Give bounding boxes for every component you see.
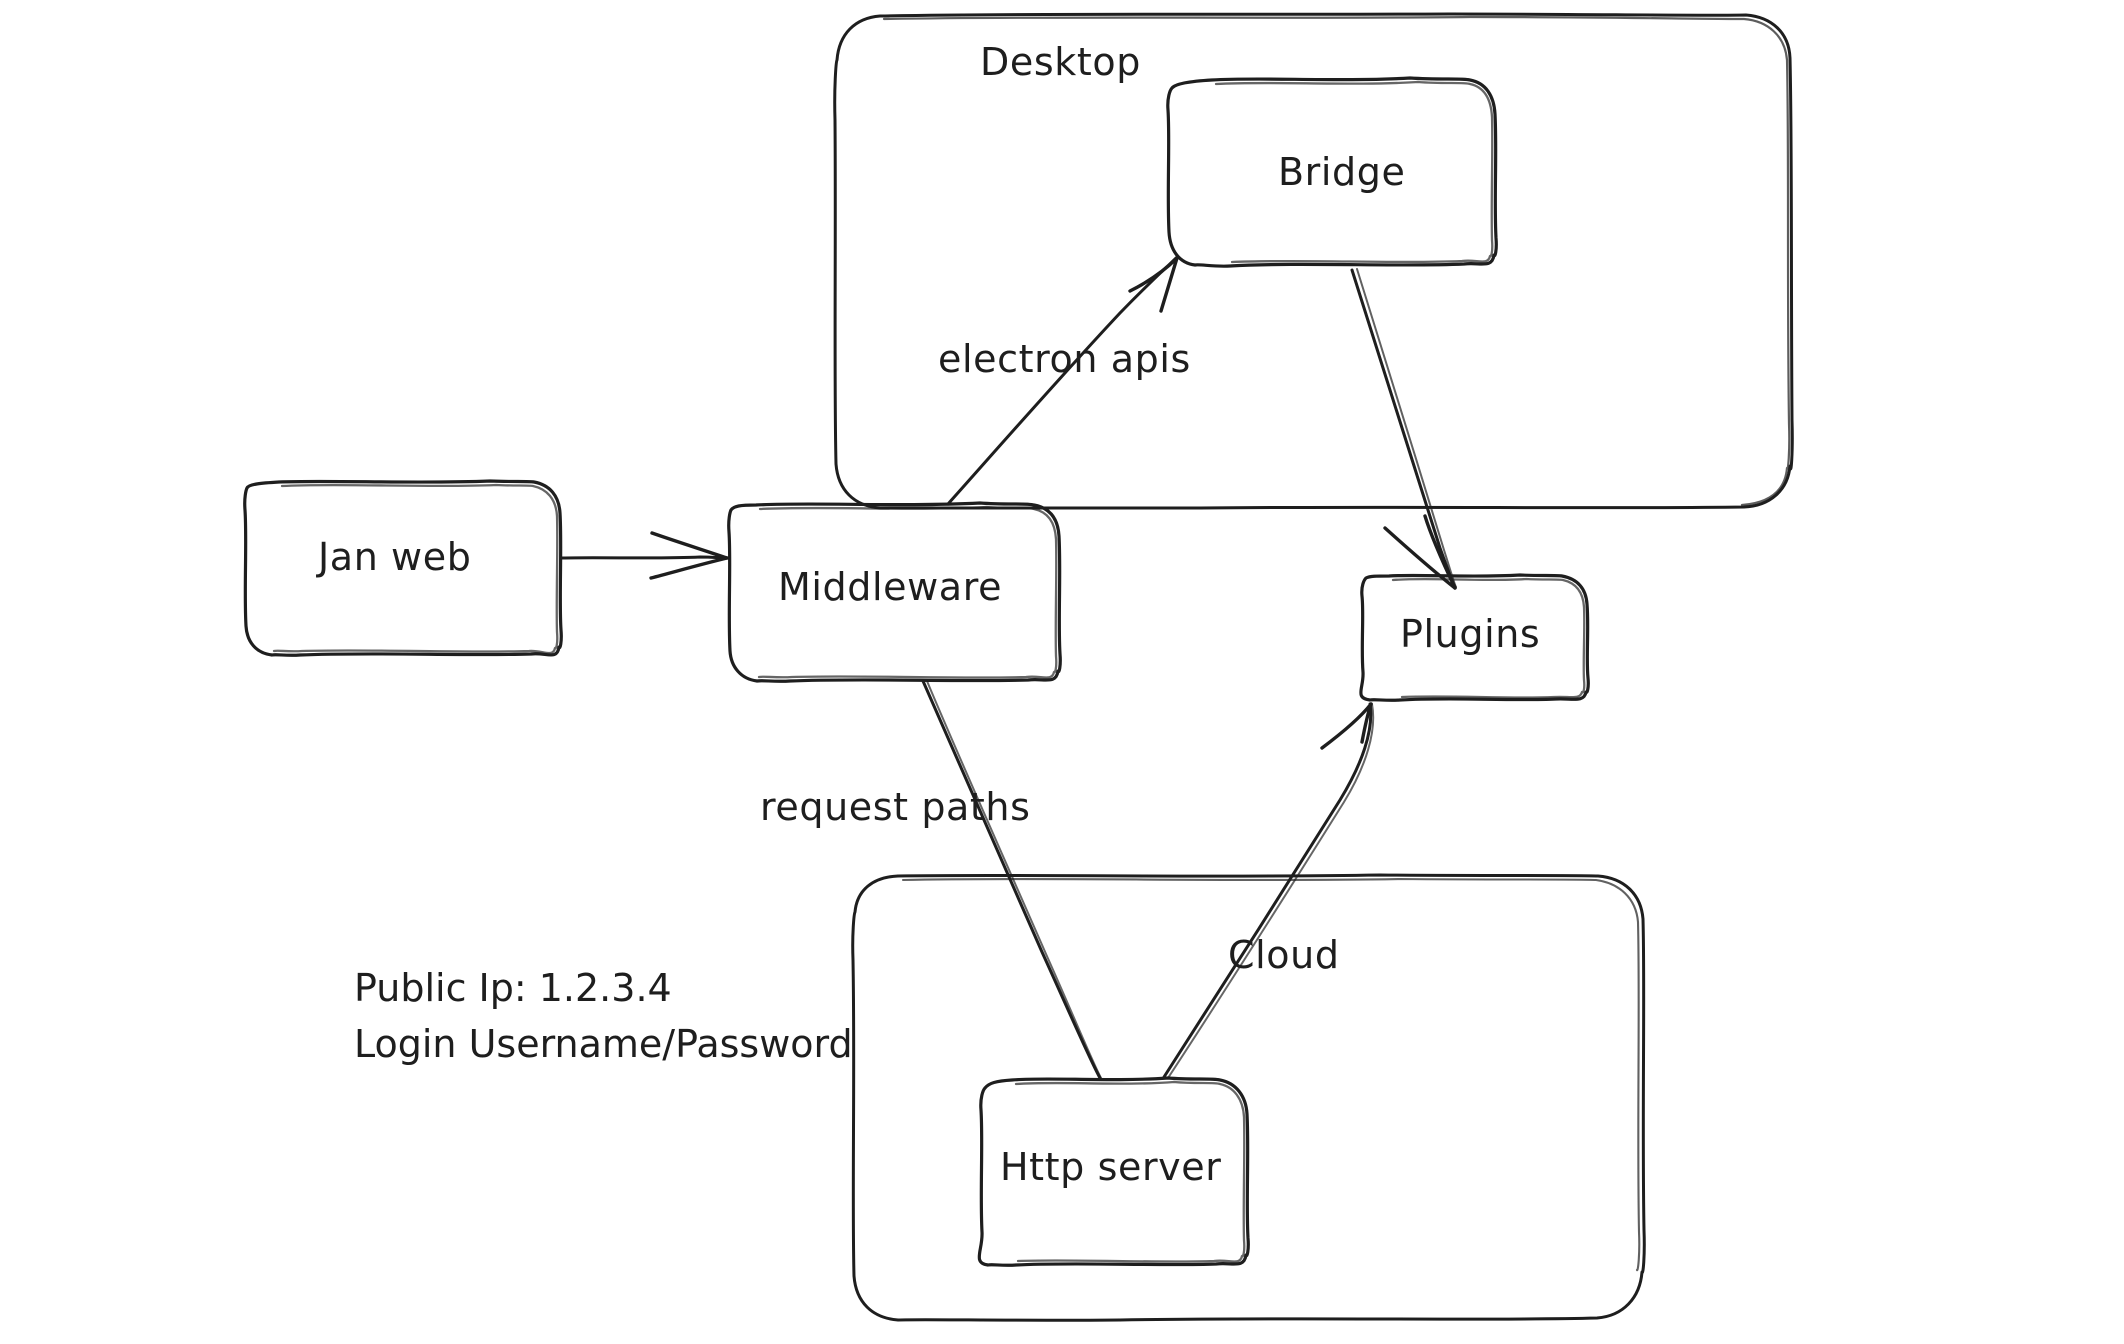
edge-http-server-to-plugins[interactable] [1162, 702, 1375, 1079]
edge-bridge-to-plugins[interactable] [1350, 268, 1457, 590]
container-desktop[interactable] [833, 12, 1794, 510]
node-jan-web-shape[interactable] [243, 479, 563, 657]
node-label-jan-web: Jan web [318, 535, 472, 579]
credentials-note: Public Ip: 1.2.3.4 Login Username/Passwo… [354, 960, 853, 1072]
node-label-bridge: Bridge [1278, 150, 1406, 194]
node-plugins-shape[interactable] [1359, 573, 1590, 702]
node-bridge-shape[interactable] [1166, 76, 1498, 268]
edge-jan-web-to-middleware[interactable] [560, 531, 730, 580]
node-label-plugins: Plugins [1400, 612, 1541, 656]
node-middleware-shape[interactable] [727, 501, 1062, 683]
container-cloud[interactable] [851, 873, 1646, 1322]
container-label-desktop: Desktop [980, 40, 1141, 84]
credentials-note-line-public-ip: Public Ip: 1.2.3.4 [354, 966, 672, 1010]
edge-label-request-paths: request paths [760, 785, 1031, 829]
edge-label-electron-apis: electron apis [938, 337, 1191, 381]
container-label-cloud: Cloud [1228, 933, 1340, 977]
edge-middleware-to-bridge[interactable] [946, 256, 1179, 506]
edge-middleware-to-http-server[interactable] [921, 679, 1102, 1080]
credentials-note-line-login: Login Username/Password [354, 1022, 853, 1066]
node-http-server-shape[interactable] [977, 1076, 1250, 1267]
node-label-http-server: Http server [1000, 1145, 1222, 1189]
node-label-middleware: Middleware [778, 565, 1003, 609]
